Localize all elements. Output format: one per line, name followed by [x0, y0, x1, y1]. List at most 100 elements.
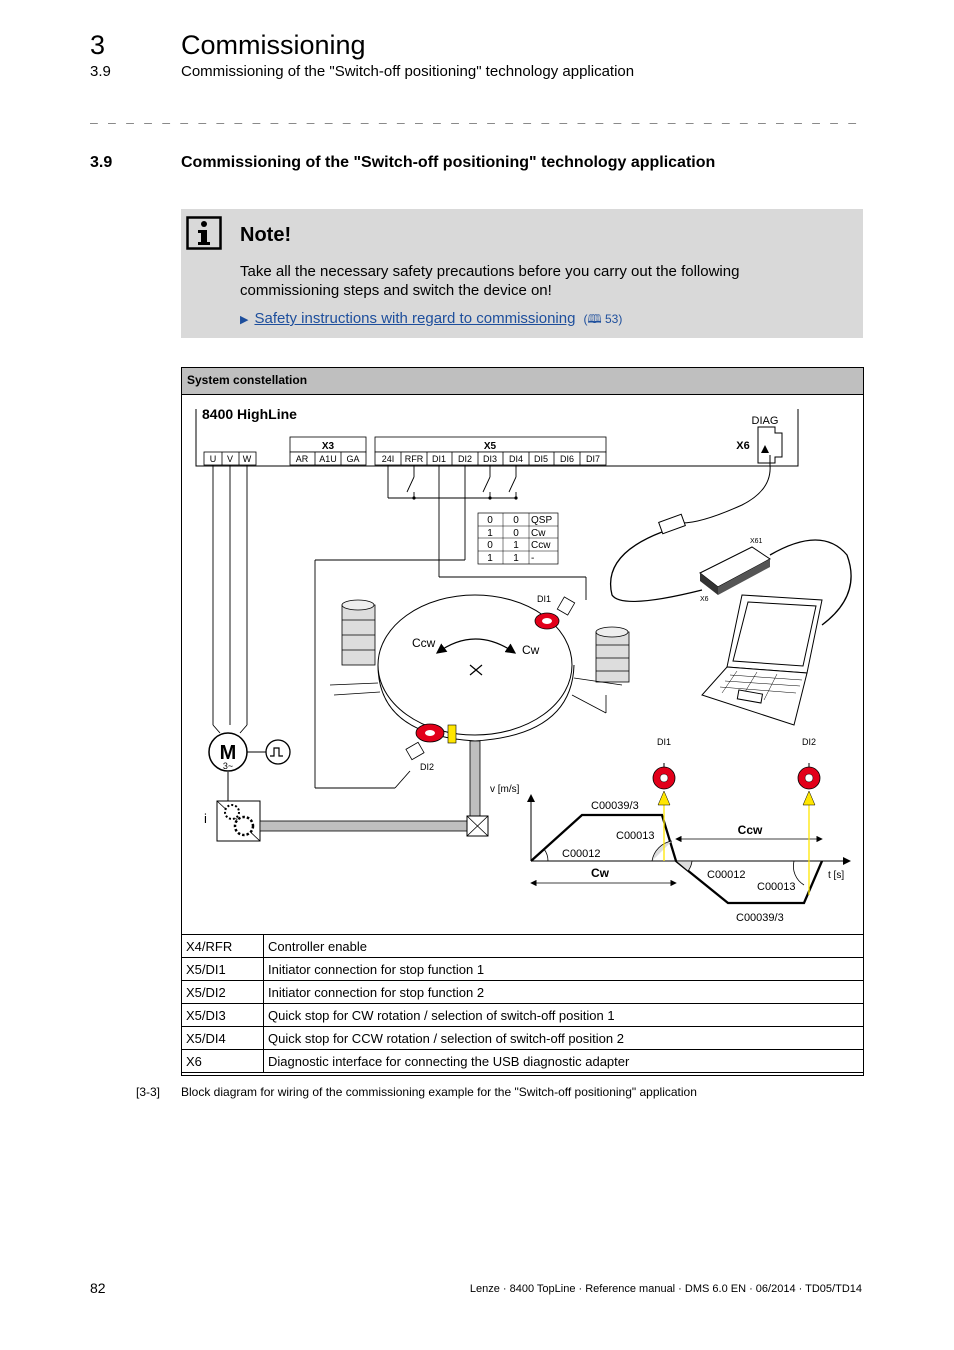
cw-label: Cw [522, 643, 540, 657]
figure-caption-number: [3-3] [136, 1085, 161, 1099]
direction-truth-table: 0 0 QSP 1 0 Cw 0 1 Ccw 1 1 - [477, 512, 559, 565]
chapter-number: 3 [90, 30, 106, 60]
page-reference-number: 53 [604, 312, 619, 326]
terminal-cell: X4/RFR [181, 934, 264, 958]
terminal-u: U [210, 454, 217, 464]
tt-cell: 1 [513, 553, 519, 564]
tt-cell: QSP [531, 515, 552, 526]
section-number: 3.9 [90, 154, 113, 171]
footer-text: Lenze · 8400 TopLine · Reference manual … [469, 1283, 862, 1295]
c00012-lower: C00012 [707, 869, 746, 881]
tt-cell: 0 [487, 540, 493, 551]
wiring-diagram: 8400 HighLine U V W X3 AR A1U GA X5 24I … [195, 406, 852, 924]
graph-di2-label: DI2 [802, 737, 816, 747]
workpiece-stack-left [341, 599, 376, 666]
shaft-coupling-icon [466, 815, 489, 837]
terminal-di2: DI2 [458, 454, 472, 464]
terminal-cell: X5/DI4 [181, 1026, 264, 1050]
motor-letter: M [220, 742, 237, 764]
workpiece-stack-right [595, 626, 630, 683]
x3-label: X3 [322, 441, 335, 452]
terminal-di6: DI6 [560, 454, 574, 464]
c00039-lower: C00039/3 [736, 912, 784, 924]
terminal-24i: 24I [382, 454, 395, 464]
description-cell: Initiator connection for stop function 1 [263, 957, 864, 981]
figure-frame [181, 367, 864, 1076]
x3-connector: X3 AR A1U GA [289, 436, 367, 466]
description-cell: Quick stop for CW rotation / selection o… [263, 1003, 864, 1027]
cw-interval-label: Cw [591, 866, 610, 880]
t-axis-label: t [s] [828, 870, 844, 881]
figure-caption: Block diagram for wiring of the commissi… [181, 1085, 697, 1099]
laptop-icon [701, 594, 823, 726]
ccw-interval-label: Ccw [738, 823, 763, 837]
tt-cell: Ccw [531, 540, 551, 551]
tt-cell: 0 [487, 515, 493, 526]
page-number: 82 [90, 1280, 106, 1296]
figure-heading-text: System constellation [187, 373, 308, 387]
terminal-rfr: RFR [405, 454, 424, 464]
description-cell: Diagnostic interface for connecting the … [263, 1049, 864, 1073]
x6-label: X6 [736, 440, 749, 452]
ccw-label: Ccw [412, 636, 436, 650]
terminal-di7: DI7 [586, 454, 600, 464]
description-cell: Quick stop for CCW rotation / selection … [263, 1026, 864, 1050]
tt-cell: - [531, 553, 534, 564]
note-box [181, 209, 863, 338]
usb-plug [658, 513, 686, 535]
drive-shaft [259, 820, 468, 832]
c00012-upper: C00012 [562, 848, 601, 860]
c00039-upper: C00039/3 [591, 800, 639, 812]
terminal-di5: DI5 [534, 454, 548, 464]
graph-di1-label: DI1 [657, 737, 671, 747]
x5-connector: X5 24I RFR DI1 DI2 DI3 DI4 DI5 DI6 DI7 [374, 436, 607, 466]
sensor-di1: DI1 [534, 594, 576, 630]
adapter-x61-label: X61 [750, 538, 763, 545]
safety-link-row: ▶ Safety instructions with regard to comm… [240, 309, 622, 330]
safety-instructions-link[interactable]: Safety instructions with regard to commi… [254, 310, 576, 327]
tt-cell: 1 [487, 553, 493, 564]
terminal-v: V [227, 454, 233, 464]
description-cell: Initiator connection for stop function 2 [263, 980, 864, 1004]
motor-symbol: M 3~ [208, 732, 248, 772]
terminal-ar: AR [296, 454, 309, 464]
link-arrow-icon: ▶ [240, 314, 249, 326]
sensor-di2-label: DI2 [420, 762, 434, 772]
v-axis-label: v [m/s] [490, 784, 520, 795]
sensor-di2: DI2 [405, 723, 457, 772]
terminal-cell: X5/DI2 [181, 980, 264, 1004]
info-icon [186, 216, 222, 250]
figure-heading: System constellation [182, 368, 863, 395]
tt-cell: 1 [487, 528, 493, 539]
motor-phase: 3~ [223, 761, 233, 771]
tt-cell: 0 [513, 528, 519, 539]
page-reference[interactable]: (🕮 53) [583, 312, 623, 326]
description-cell: Controller enable [263, 934, 864, 958]
section-title: Commissioning of the "Switch-off positio… [181, 154, 716, 171]
encoder-index-label: i [204, 811, 207, 826]
note-heading: Note! [240, 224, 292, 246]
terminal-w: W [243, 454, 252, 464]
terminal-a1u: A1U [319, 454, 337, 464]
terminal-di4: DI4 [509, 454, 523, 464]
chapter-title: Commissioning [181, 30, 366, 60]
x5-label: X5 [484, 441, 497, 452]
usb-diagnostic-adapter: X61 X6 [699, 538, 771, 603]
subsection-number: 3.9 [90, 63, 111, 80]
note-text: Take all the necessary safety precaution… [240, 263, 740, 299]
c00013-lower: C00013 [757, 881, 796, 893]
tt-cell: 1 [513, 540, 519, 551]
terminal-cell: X6 [181, 1049, 264, 1073]
terminal-cell: X5/DI3 [181, 1003, 264, 1027]
tt-cell: 0 [513, 515, 519, 526]
tt-cell: Cw [531, 528, 546, 539]
device-label: 8400 HighLine [202, 406, 297, 422]
book-icon: 🕮 [587, 312, 602, 326]
